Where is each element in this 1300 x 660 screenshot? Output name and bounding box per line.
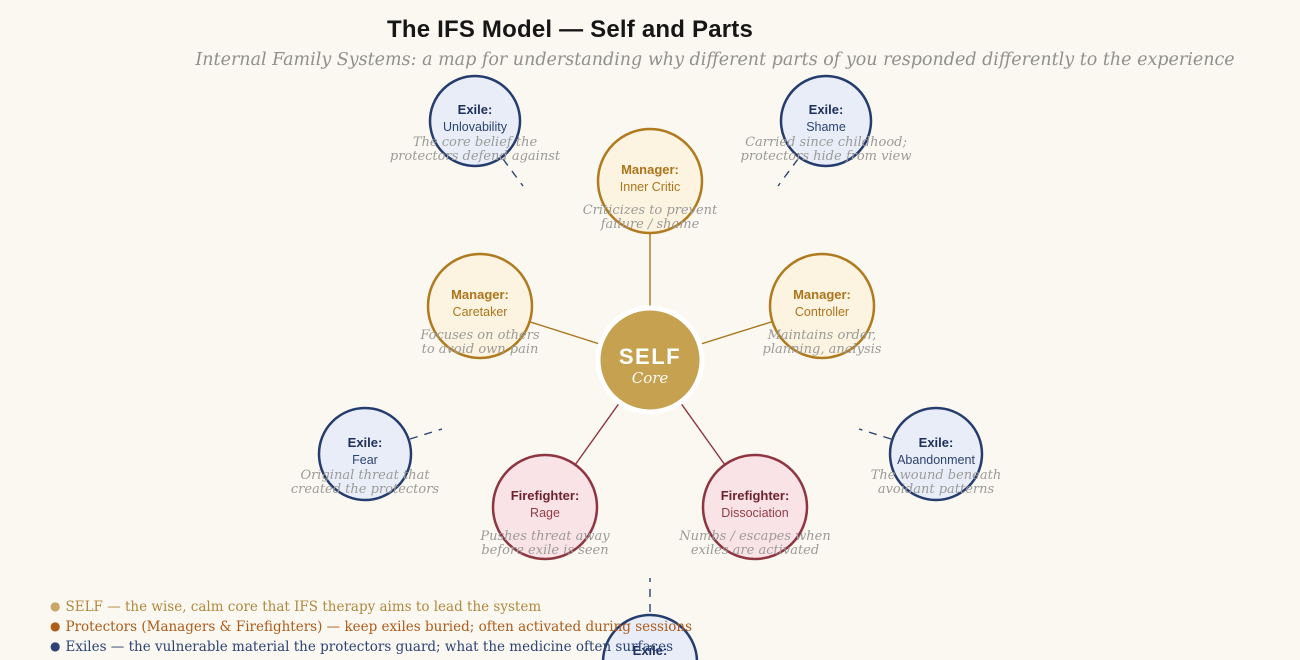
node-role: Firefighter: [510,488,580,503]
node-manager-controller: Manager: Controller Maintains order, pla… [712,288,932,357]
legend-item-self: ● SELF — the wise, calm core that IFS the… [50,597,692,617]
node-manager-caretaker: Manager: Caretaker Focuses on others to … [370,288,590,357]
legend-bullet-exiles-icon: ● [50,639,61,653]
node-description: Pushes threat away before exile is seen [480,529,610,558]
node-description: The wound beneath avoidant patterns [870,468,1002,497]
self-title: SELF [618,344,682,369]
node-role: Manager: [621,162,679,177]
circle-exile-bottom [601,613,699,660]
self-subtitle: Core [631,369,669,387]
dashed-stub-shame [777,158,799,187]
node-name: Controller [794,305,850,319]
circle-exile-unlovability [428,74,522,168]
node-exile-abandonment: Exile: Abandonment The wound beneath avo… [826,436,1046,497]
legend-bullet-protectors-icon: ● [50,619,61,633]
circle-firefighter-rage [491,453,599,561]
legend-label: SELF — the wise, calm core that IFS ther… [65,599,542,615]
legend-label: Protectors (Managers & Firefighters) — k… [65,619,693,635]
node-name: Rage [530,506,560,520]
node-name: Abandonment [897,453,975,467]
legend-bullet-self-icon: ● [50,599,61,613]
node-manager-inner-critic: Manager: Inner Critic Criticizes to prev… [540,163,760,232]
circle-self [595,305,705,415]
legend-item-exiles: ● Exiles — the vulnerable material the pr… [50,637,692,657]
node-description: Maintains order, planning, analysis [762,328,882,357]
node-role: Exile: [347,435,383,450]
node-description: The core belief the protectors defend ag… [389,135,561,164]
node-exile-unlovability: Exile: Unlovability The core belief the … [365,103,585,164]
circle-exile-shame [779,74,873,168]
node-name: Caretaker [452,305,508,319]
circle-exile-fear [317,406,413,502]
legend-item-protectors: ● Protectors (Managers & Firefighters) — … [50,617,692,637]
circle-manager-controller [768,252,876,360]
node-role: Manager: [451,287,509,302]
node-description: Original threat that created the protect… [290,468,440,497]
node-name: Dissociation [721,506,789,520]
node-role: Exile: [808,102,844,117]
node-name: Unlovability [443,120,507,134]
node-name: Inner Critic [619,180,681,194]
node-firefighter-dissociation: Firefighter: Dissociation Numbs / escape… [645,489,865,558]
node-role: Firefighter: [720,488,790,503]
node-firefighter-rage: Firefighter: Rage Pushes threat away bef… [435,489,655,558]
node-self: SELF Core [540,345,760,387]
node-name: Shame [806,120,846,134]
node-description: Numbs / escapes when exiles are activate… [679,529,831,558]
node-name: Fear [352,453,378,467]
circle-firefighter-dissociation [701,453,809,561]
node-exile-bottom: Exile: [540,644,760,660]
dashed-stub-fear [409,428,443,440]
dashed-stub-unlovability [502,158,524,187]
node-role: Manager: [793,287,851,302]
node-role: Exile: [632,643,668,658]
page-subtitle: Internal Family Systems: a map for under… [195,50,1235,70]
node-description: Focuses on others to avoid own pain [420,328,540,357]
dashed-stub-abandonment [858,428,892,440]
circle-manager-caretaker [426,252,534,360]
circle-exile-abandonment [888,406,984,502]
legend: ● SELF — the wise, calm core that IFS the… [50,597,692,657]
page-title: The IFS Model — Self and Parts [386,16,754,43]
node-exile-fear: Exile: Fear Original threat that created… [255,436,475,497]
node-exile-shame: Exile: Shame Carried since childhood; pr… [716,103,936,164]
circle-manager-inner-critic [596,127,704,235]
node-description: Carried since childhood; protectors hide… [740,135,912,164]
node-role: Exile: [918,435,954,450]
node-role: Exile: [457,102,493,117]
node-description: Criticizes to prevent failure / shame [582,203,718,232]
legend-label: Exiles — the vulnerable material the pro… [65,639,674,655]
